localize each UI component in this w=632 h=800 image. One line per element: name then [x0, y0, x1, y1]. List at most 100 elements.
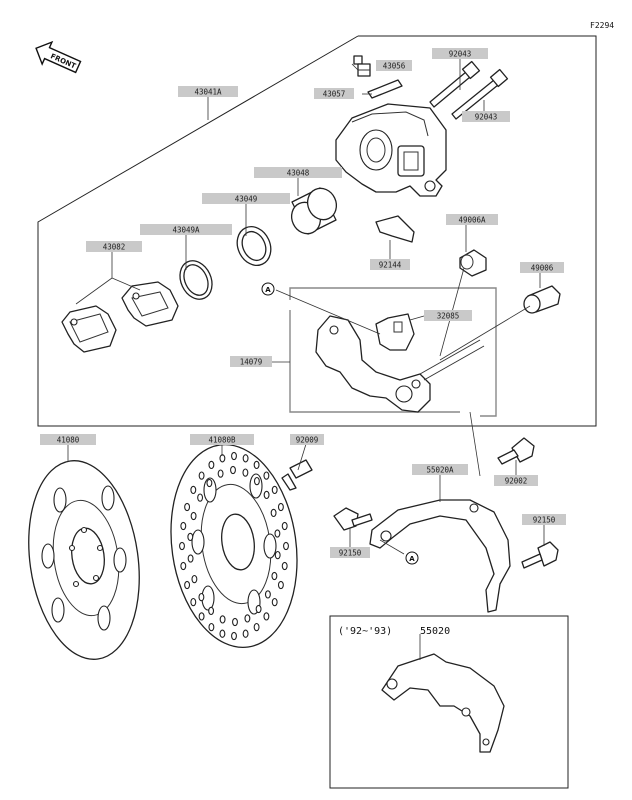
svg-text:A: A	[265, 286, 271, 294]
drill-hole	[242, 629, 249, 638]
caliper-bracket	[315, 315, 485, 413]
part-label-49006: 49006	[520, 262, 564, 273]
leader-lines	[67, 58, 545, 660]
drill-hole	[271, 485, 278, 495]
drill-hole	[231, 451, 237, 461]
svg-text:92009: 92009	[296, 436, 319, 445]
bleeder-valve	[353, 55, 371, 77]
drill-hole	[242, 454, 249, 463]
part-label-43082: 43082	[86, 241, 142, 252]
svg-text:43048: 43048	[287, 169, 310, 178]
drill-hole	[180, 521, 187, 531]
drill-hole	[208, 606, 215, 616]
part-label-92150b: 92150	[522, 514, 566, 525]
svg-text:92150: 92150	[339, 549, 362, 558]
drill-hole	[274, 550, 281, 560]
part-label-43041a: 43041A	[178, 86, 238, 97]
svg-text:55020A: 55020A	[426, 466, 454, 475]
part-label-43049a: 43049A	[140, 224, 232, 235]
drill-hole	[191, 574, 198, 584]
part-label-92043a: 92043	[432, 48, 488, 59]
drill-hole	[263, 471, 270, 480]
drill-hole	[219, 629, 226, 638]
slide-boot	[523, 285, 561, 314]
brake-pad-2	[121, 281, 179, 327]
caliper-pin-2	[451, 68, 509, 120]
reference-marker-a-top: A	[261, 282, 275, 296]
svg-text:41080: 41080	[57, 436, 80, 445]
drill-hole	[263, 490, 270, 500]
svg-text:92150: 92150	[533, 516, 556, 525]
pin-boot	[459, 249, 487, 277]
part-label-43057: 43057	[314, 88, 354, 99]
drill-hole	[274, 529, 281, 538]
drill-hole	[277, 580, 284, 590]
caliper-assembly-frame	[37, 35, 597, 427]
drill-hole	[253, 622, 260, 632]
drill-hole	[190, 597, 197, 607]
drill-hole	[230, 465, 236, 475]
inset-part-label: 55020	[420, 626, 450, 637]
svg-text:43049A: 43049A	[172, 226, 200, 235]
drill-hole	[263, 612, 270, 621]
guard-bolt-left	[333, 507, 373, 531]
front-arrow-icon: FRONT	[35, 40, 82, 74]
drill-hole	[184, 580, 191, 590]
drill-hole	[253, 460, 260, 470]
drill-hole	[198, 471, 205, 480]
brake-pad-1	[61, 305, 117, 353]
part-label-92144: 92144	[370, 259, 410, 270]
drill-hole	[253, 476, 260, 486]
part-label-41080b: 41080B	[190, 434, 254, 445]
svg-text:92002: 92002	[505, 477, 528, 486]
svg-text:92043: 92043	[449, 50, 472, 59]
part-label-14079: 14079	[230, 356, 272, 367]
drill-hole	[270, 508, 277, 518]
drill-hole	[232, 617, 238, 627]
dust-seal	[179, 260, 213, 300]
drill-hole	[219, 615, 226, 624]
svg-text:43082: 43082	[103, 243, 126, 252]
inset-brake-guard	[381, 653, 505, 753]
drill-hole	[255, 604, 262, 614]
part-label-92002: 92002	[494, 475, 538, 486]
part-label-92043b: 92043	[462, 111, 510, 122]
bracket-assembly-frame	[289, 287, 497, 417]
disc-drill-holes	[179, 451, 289, 641]
piston	[290, 187, 338, 235]
svg-text:92043: 92043	[475, 113, 498, 122]
drill-hole	[180, 561, 187, 571]
part-label-55020a: 55020A	[412, 464, 468, 475]
inset-frame	[329, 615, 569, 789]
drill-hole	[208, 622, 215, 632]
part-label-92009: 92009	[290, 434, 324, 445]
drill-hole	[242, 468, 249, 477]
drill-hole	[281, 521, 288, 531]
figure-code: F2294	[590, 21, 614, 30]
drill-hole	[184, 502, 191, 512]
piston-seal	[236, 226, 272, 266]
disc-bolt	[281, 459, 313, 491]
svg-text:43056: 43056	[383, 62, 406, 71]
svg-text:43049: 43049	[235, 195, 258, 204]
svg-text:A: A	[409, 555, 415, 563]
drill-hole	[190, 511, 197, 521]
drill-hole	[190, 485, 197, 495]
drill-hole	[217, 469, 224, 478]
part-labels: 43041A 43056 43057 92043 92043 43048 43049 4304…	[40, 48, 566, 558]
svg-text:43041A: 43041A	[194, 88, 222, 97]
drill-hole	[208, 460, 215, 470]
drill-hole	[197, 493, 204, 502]
caliper-body	[335, 103, 447, 197]
drill-hole	[231, 631, 237, 641]
drill-hole	[244, 614, 251, 623]
drill-hole	[271, 597, 278, 607]
svg-text:49006: 49006	[531, 264, 554, 273]
svg-text:41080B: 41080B	[208, 436, 236, 445]
svg-text:92144: 92144	[379, 261, 402, 270]
drill-hole	[206, 478, 213, 488]
drill-hole	[271, 571, 278, 581]
part-label-43048: 43048	[254, 167, 342, 178]
drill-hole	[281, 561, 288, 571]
